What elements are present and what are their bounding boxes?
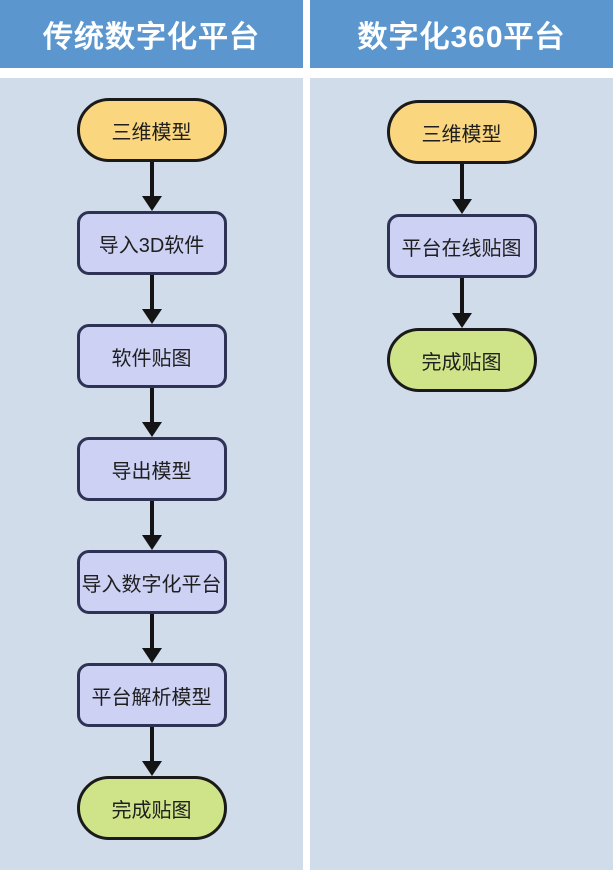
column-body-digital360: 三维模型 平台在线贴图 完成贴图	[310, 78, 613, 870]
arrow-down-icon	[451, 164, 472, 214]
arrow-down-icon	[451, 278, 472, 328]
node-platform-online-texture: 平台在线贴图	[386, 214, 537, 278]
column-digital360-platform: 数字化360平台 三维模型 平台在线贴图 完成贴图	[310, 0, 613, 870]
node-complete-texture: 完成贴图	[76, 776, 227, 840]
node-import-3d-software: 导入3D软件	[76, 211, 227, 275]
node-platform-parse-model: 平台解析模型	[76, 663, 227, 727]
arrow-down-icon	[141, 162, 162, 211]
arrow-down-icon	[141, 275, 162, 324]
arrow-down-icon	[141, 501, 162, 550]
node-import-digital-platform: 导入数字化平台	[76, 550, 227, 614]
node-export-model: 导出模型	[76, 437, 227, 501]
node-3d-model: 三维模型	[386, 100, 537, 164]
node-software-texture: 软件贴图	[76, 324, 227, 388]
node-3d-model: 三维模型	[76, 98, 227, 162]
arrow-down-icon	[141, 614, 162, 663]
arrow-down-icon	[141, 727, 162, 776]
arrow-down-icon	[141, 388, 162, 437]
node-complete-texture: 完成贴图	[386, 328, 537, 392]
column-header-digital360: 数字化360平台	[310, 0, 613, 68]
column-body-traditional: 三维模型 导入3D软件 软件贴图 导出模型 导入数字化平台 平台解析模型	[0, 78, 303, 870]
column-header-traditional: 传统数字化平台	[0, 0, 303, 68]
column-traditional-platform: 传统数字化平台 三维模型 导入3D软件 软件贴图 导出模型 导入数字化平台	[0, 0, 303, 870]
